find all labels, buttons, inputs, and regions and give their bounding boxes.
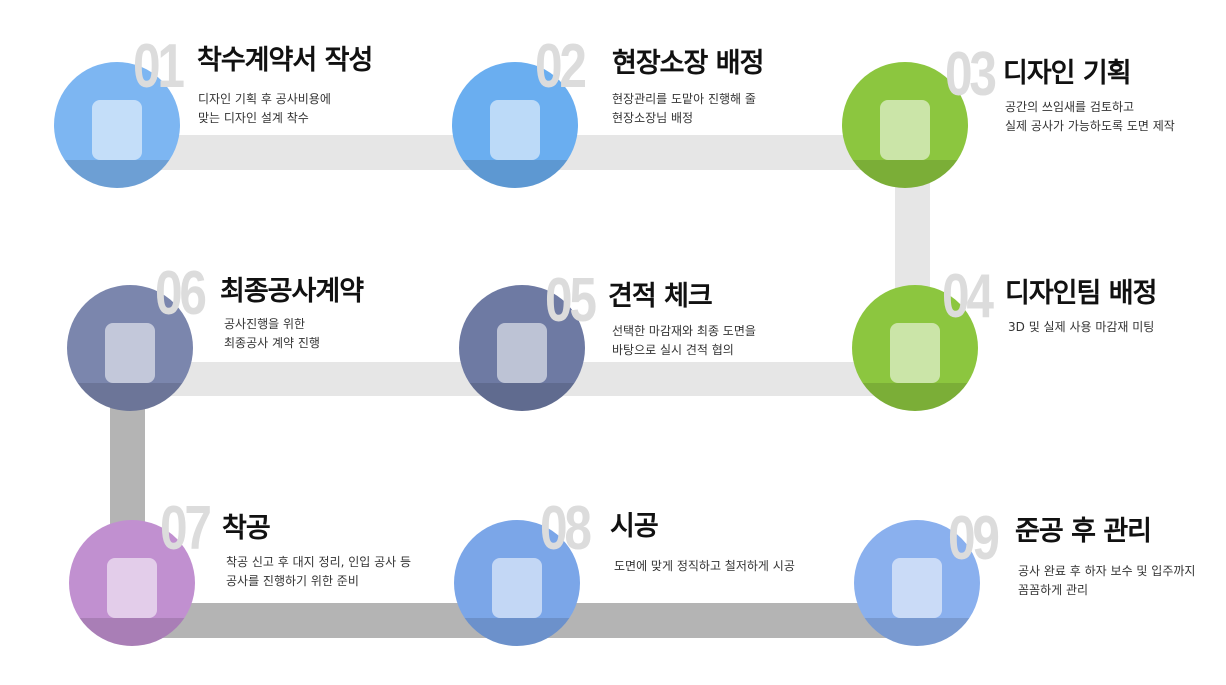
illustration-figure bbox=[105, 323, 155, 383]
step-description: 도면에 맞게 정직하고 철저하게 시공 bbox=[614, 557, 795, 576]
description-line: 선택한 마감재와 최종 도면을 bbox=[612, 324, 756, 338]
step-title: 현장소장 배정 bbox=[612, 48, 764, 79]
step-illustration bbox=[854, 520, 980, 646]
description-line: 현장소장님 배정 bbox=[612, 111, 694, 125]
step-illustration bbox=[452, 62, 578, 188]
description-line: 최종공사 계약 진행 bbox=[224, 336, 320, 350]
step-title: 최종공사계약 bbox=[220, 276, 364, 307]
illustration-figure bbox=[890, 323, 940, 383]
illustration-figure bbox=[492, 558, 542, 618]
step-title: 견적 체크 bbox=[608, 281, 713, 312]
step-illustration bbox=[69, 520, 195, 646]
step-number: 02 bbox=[535, 32, 587, 101]
description-line: 현장관리를 도맡아 진행해 줄 bbox=[612, 92, 756, 106]
description-line: 맞는 디자인 설계 착수 bbox=[198, 111, 309, 125]
description-line: 꼼꼼하게 관리 bbox=[1018, 583, 1089, 597]
step-illustration bbox=[67, 285, 193, 411]
description-line: 3D 및 실제 사용 마감재 미팅 bbox=[1008, 320, 1155, 334]
description-line: 도면에 맞게 정직하고 철저하게 시공 bbox=[614, 559, 795, 573]
step-title: 디자인팀 배정 bbox=[1005, 278, 1157, 309]
illustration-base bbox=[462, 160, 568, 188]
step-description: 3D 및 실제 사용 마감재 미팅 bbox=[1008, 318, 1154, 337]
step-illustration bbox=[454, 520, 580, 646]
illustration-base bbox=[862, 383, 968, 411]
step-number: 01 bbox=[133, 32, 185, 101]
description-line: 바탕으로 실시 견적 협의 bbox=[612, 343, 734, 357]
description-line: 착공 신고 후 대지 정리, 인입 공사 등 bbox=[226, 555, 412, 569]
step-title: 착공 bbox=[222, 513, 271, 544]
description-line: 공사를 진행하기 위한 준비 bbox=[226, 574, 359, 588]
illustration-figure bbox=[892, 558, 942, 618]
step-title: 시공 bbox=[610, 511, 659, 542]
step-number: 05 bbox=[545, 266, 597, 335]
description-line: 공간의 쓰임새를 검토하고 bbox=[1005, 100, 1135, 114]
illustration-figure bbox=[497, 323, 547, 383]
illustration-base bbox=[852, 160, 958, 188]
illustration-base bbox=[79, 618, 185, 646]
step-number: 06 bbox=[155, 259, 207, 328]
illustration-figure bbox=[107, 558, 157, 618]
illustration-figure bbox=[92, 100, 142, 160]
step-number: 08 bbox=[540, 494, 592, 563]
step-illustration bbox=[459, 285, 585, 411]
step-illustration bbox=[842, 62, 968, 188]
illustration-figure bbox=[880, 100, 930, 160]
step-number: 09 bbox=[948, 504, 1000, 573]
description-line: 실제 공사가 가능하도록 도면 제작 bbox=[1005, 119, 1175, 133]
illustration-base bbox=[64, 160, 170, 188]
illustration-base bbox=[77, 383, 183, 411]
description-line: 공사진행을 위한 bbox=[224, 317, 306, 331]
step-title: 착수계약서 작성 bbox=[197, 45, 373, 76]
step-illustration bbox=[54, 62, 180, 188]
illustration-base bbox=[864, 618, 970, 646]
illustration-base bbox=[469, 383, 575, 411]
illustration-base bbox=[464, 618, 570, 646]
description-line: 디자인 기획 후 공사비용에 bbox=[198, 92, 331, 106]
description-line: 공사 완료 후 하자 보수 및 입주까지 bbox=[1018, 564, 1196, 578]
step-number: 03 bbox=[945, 40, 997, 109]
step-title: 디자인 기획 bbox=[1003, 58, 1132, 89]
step-number: 04 bbox=[942, 262, 994, 331]
step-number: 07 bbox=[160, 494, 212, 563]
step-title: 준공 후 관리 bbox=[1015, 516, 1152, 547]
illustration-figure bbox=[490, 100, 540, 160]
step-illustration bbox=[852, 285, 978, 411]
